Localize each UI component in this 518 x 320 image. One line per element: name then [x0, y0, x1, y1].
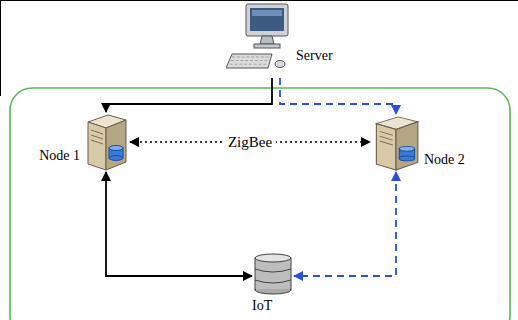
- network-node: Node 1: [84, 112, 128, 172]
- network-node: Node 2: [372, 114, 420, 172]
- node-label: Server: [296, 48, 333, 64]
- node-label: IoT: [252, 298, 272, 314]
- server-node: Server: [226, 2, 292, 78]
- server-tower-icon: [372, 114, 420, 172]
- connector: [280, 78, 396, 114]
- node-label: Node 1: [39, 148, 80, 164]
- frame-line: [0, 0, 518, 1]
- server-tower-icon: [84, 112, 128, 172]
- connector: [106, 172, 252, 276]
- network-region: [10, 88, 510, 320]
- database-icon: [252, 252, 294, 296]
- frame-line: [0, 0, 1, 96]
- iot-node: IoT: [252, 252, 294, 296]
- node-label: Node 2: [424, 152, 465, 168]
- connector: [106, 78, 272, 112]
- connector: [294, 172, 396, 276]
- edge-label: ZigBee: [224, 134, 276, 151]
- computer-icon: [226, 2, 292, 78]
